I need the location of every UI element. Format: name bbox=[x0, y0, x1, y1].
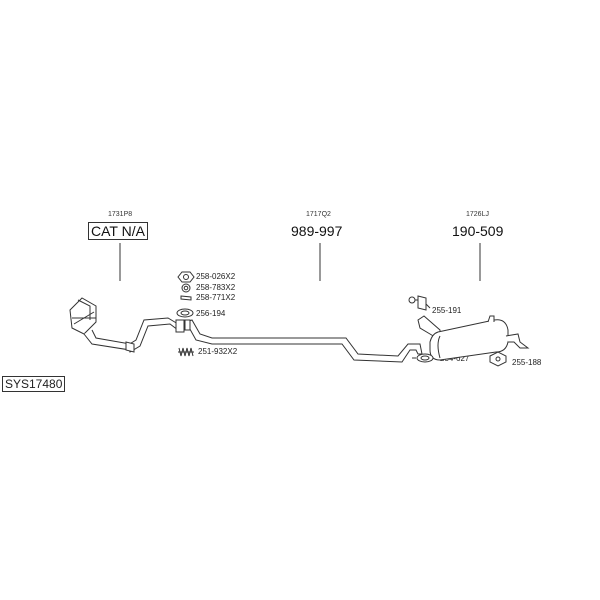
fitting-label-gasket-ring[interactable]: 256-194 bbox=[196, 309, 226, 318]
rubber-mount-icon bbox=[412, 353, 434, 363]
catalyst-icon bbox=[69, 297, 131, 351]
fitting-label-clamp[interactable]: 255-191 bbox=[432, 306, 462, 315]
fitting-label-hanger[interactable]: 255-188 bbox=[512, 358, 542, 367]
oe-ref-catalyst: 1731P8 bbox=[108, 211, 133, 218]
part-number-middle-pipe[interactable]: 989-997 bbox=[291, 223, 343, 239]
fitting-label-spring[interactable]: 251-932X2 bbox=[198, 347, 238, 356]
fitting-label-bolt[interactable]: 258-771X2 bbox=[196, 293, 236, 302]
part-number-rear-silencer[interactable]: 190-509 bbox=[452, 223, 504, 239]
nut-icon bbox=[177, 271, 195, 283]
oe-ref-rear-silencer: 1726LJ bbox=[466, 211, 489, 218]
fitting-label-nut[interactable]: 258-026X2 bbox=[196, 272, 236, 281]
gasket-ring-icon bbox=[176, 308, 194, 318]
clamp-icon bbox=[408, 295, 431, 311]
oe-ref-middle-pipe: 1717Q2 bbox=[306, 211, 331, 218]
fitting-label-rubber-mount[interactable]: 254-627 bbox=[440, 354, 470, 363]
washer-icon bbox=[181, 283, 191, 293]
diagram-id-box: SYS17480 bbox=[2, 376, 66, 392]
bolt-icon bbox=[180, 295, 192, 301]
rear-silencer-icon bbox=[417, 315, 530, 361]
fitting-label-washer[interactable]: 258-783X2 bbox=[196, 283, 236, 292]
spring-icon bbox=[178, 347, 194, 357]
middle-pipe-icon bbox=[184, 319, 423, 363]
hanger-icon bbox=[489, 351, 507, 367]
front-pipe-icon bbox=[125, 317, 185, 353]
part-number-catalyst[interactable]: CAT N/A bbox=[88, 222, 148, 240]
